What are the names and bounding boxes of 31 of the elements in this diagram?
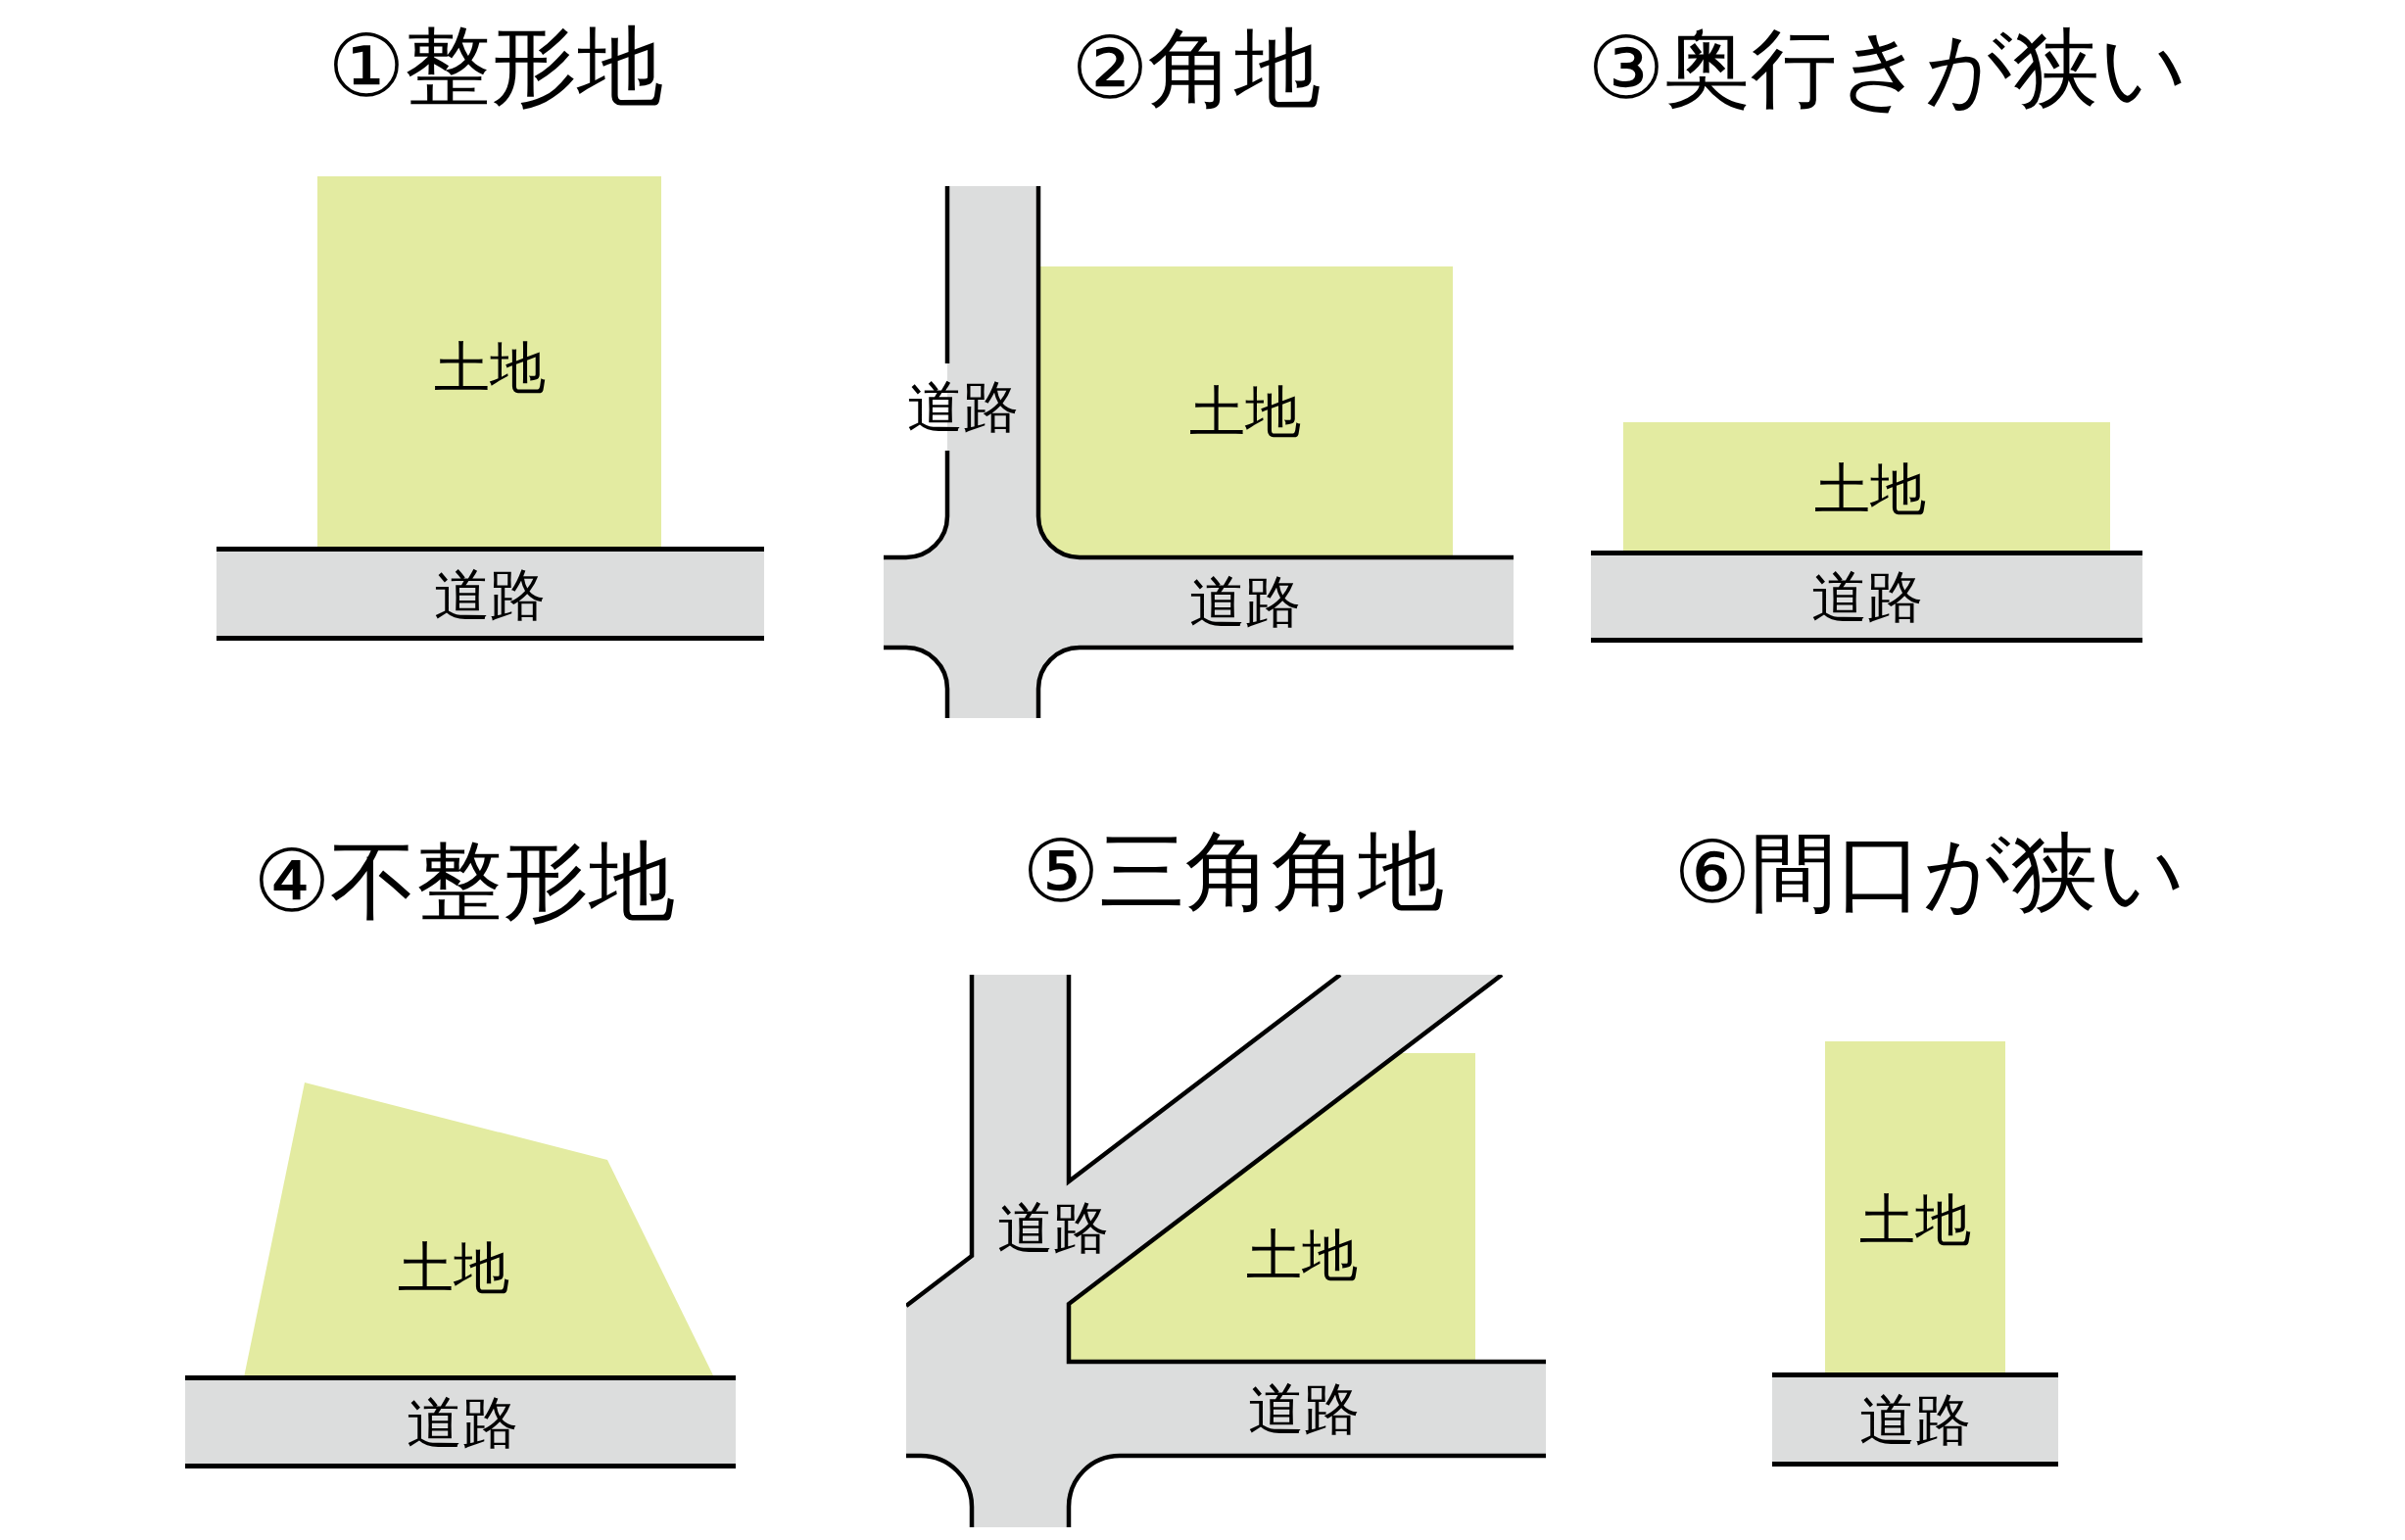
road [216, 547, 764, 641]
land-plot [1038, 266, 1453, 557]
plot-label: 土地 [398, 1239, 509, 1296]
panel-title: ⑤三角角地 [1022, 829, 1445, 915]
panel-title: ⑥間口が狭い [1673, 830, 2187, 916]
land-plot [1825, 1041, 2005, 1374]
road-label: 道路 [907, 378, 1019, 435]
road-label: 道路 [1248, 1380, 1360, 1437]
plot-label: 土地 [1189, 383, 1301, 440]
panel-title: ③奥行きが狭い [1587, 25, 2189, 112]
land-plot [244, 1083, 714, 1377]
plot-label: 土地 [1814, 460, 1926, 517]
plot-label: 土地 [1859, 1191, 1971, 1248]
road [884, 186, 1514, 718]
road-label: 道路 [1189, 573, 1301, 630]
road [1772, 1372, 2058, 1467]
road [906, 975, 1546, 1527]
panel-title: ①整形地 [327, 24, 664, 110]
road-label: 道路 [997, 1199, 1109, 1256]
road-label: 道路 [1811, 568, 1923, 625]
panel-title: ②角地 [1071, 25, 1322, 112]
road-label: 道路 [434, 566, 546, 623]
road [185, 1375, 736, 1468]
road-label: 道路 [1859, 1391, 1971, 1448]
plot-label: 土地 [434, 339, 546, 396]
plot-label: 土地 [1246, 1227, 1358, 1283]
road-label: 道路 [407, 1394, 518, 1451]
land-plot [1623, 422, 2110, 551]
panel-title: ④不整形地 [253, 839, 676, 925]
road [1591, 551, 2142, 643]
land-plot [317, 176, 661, 547]
